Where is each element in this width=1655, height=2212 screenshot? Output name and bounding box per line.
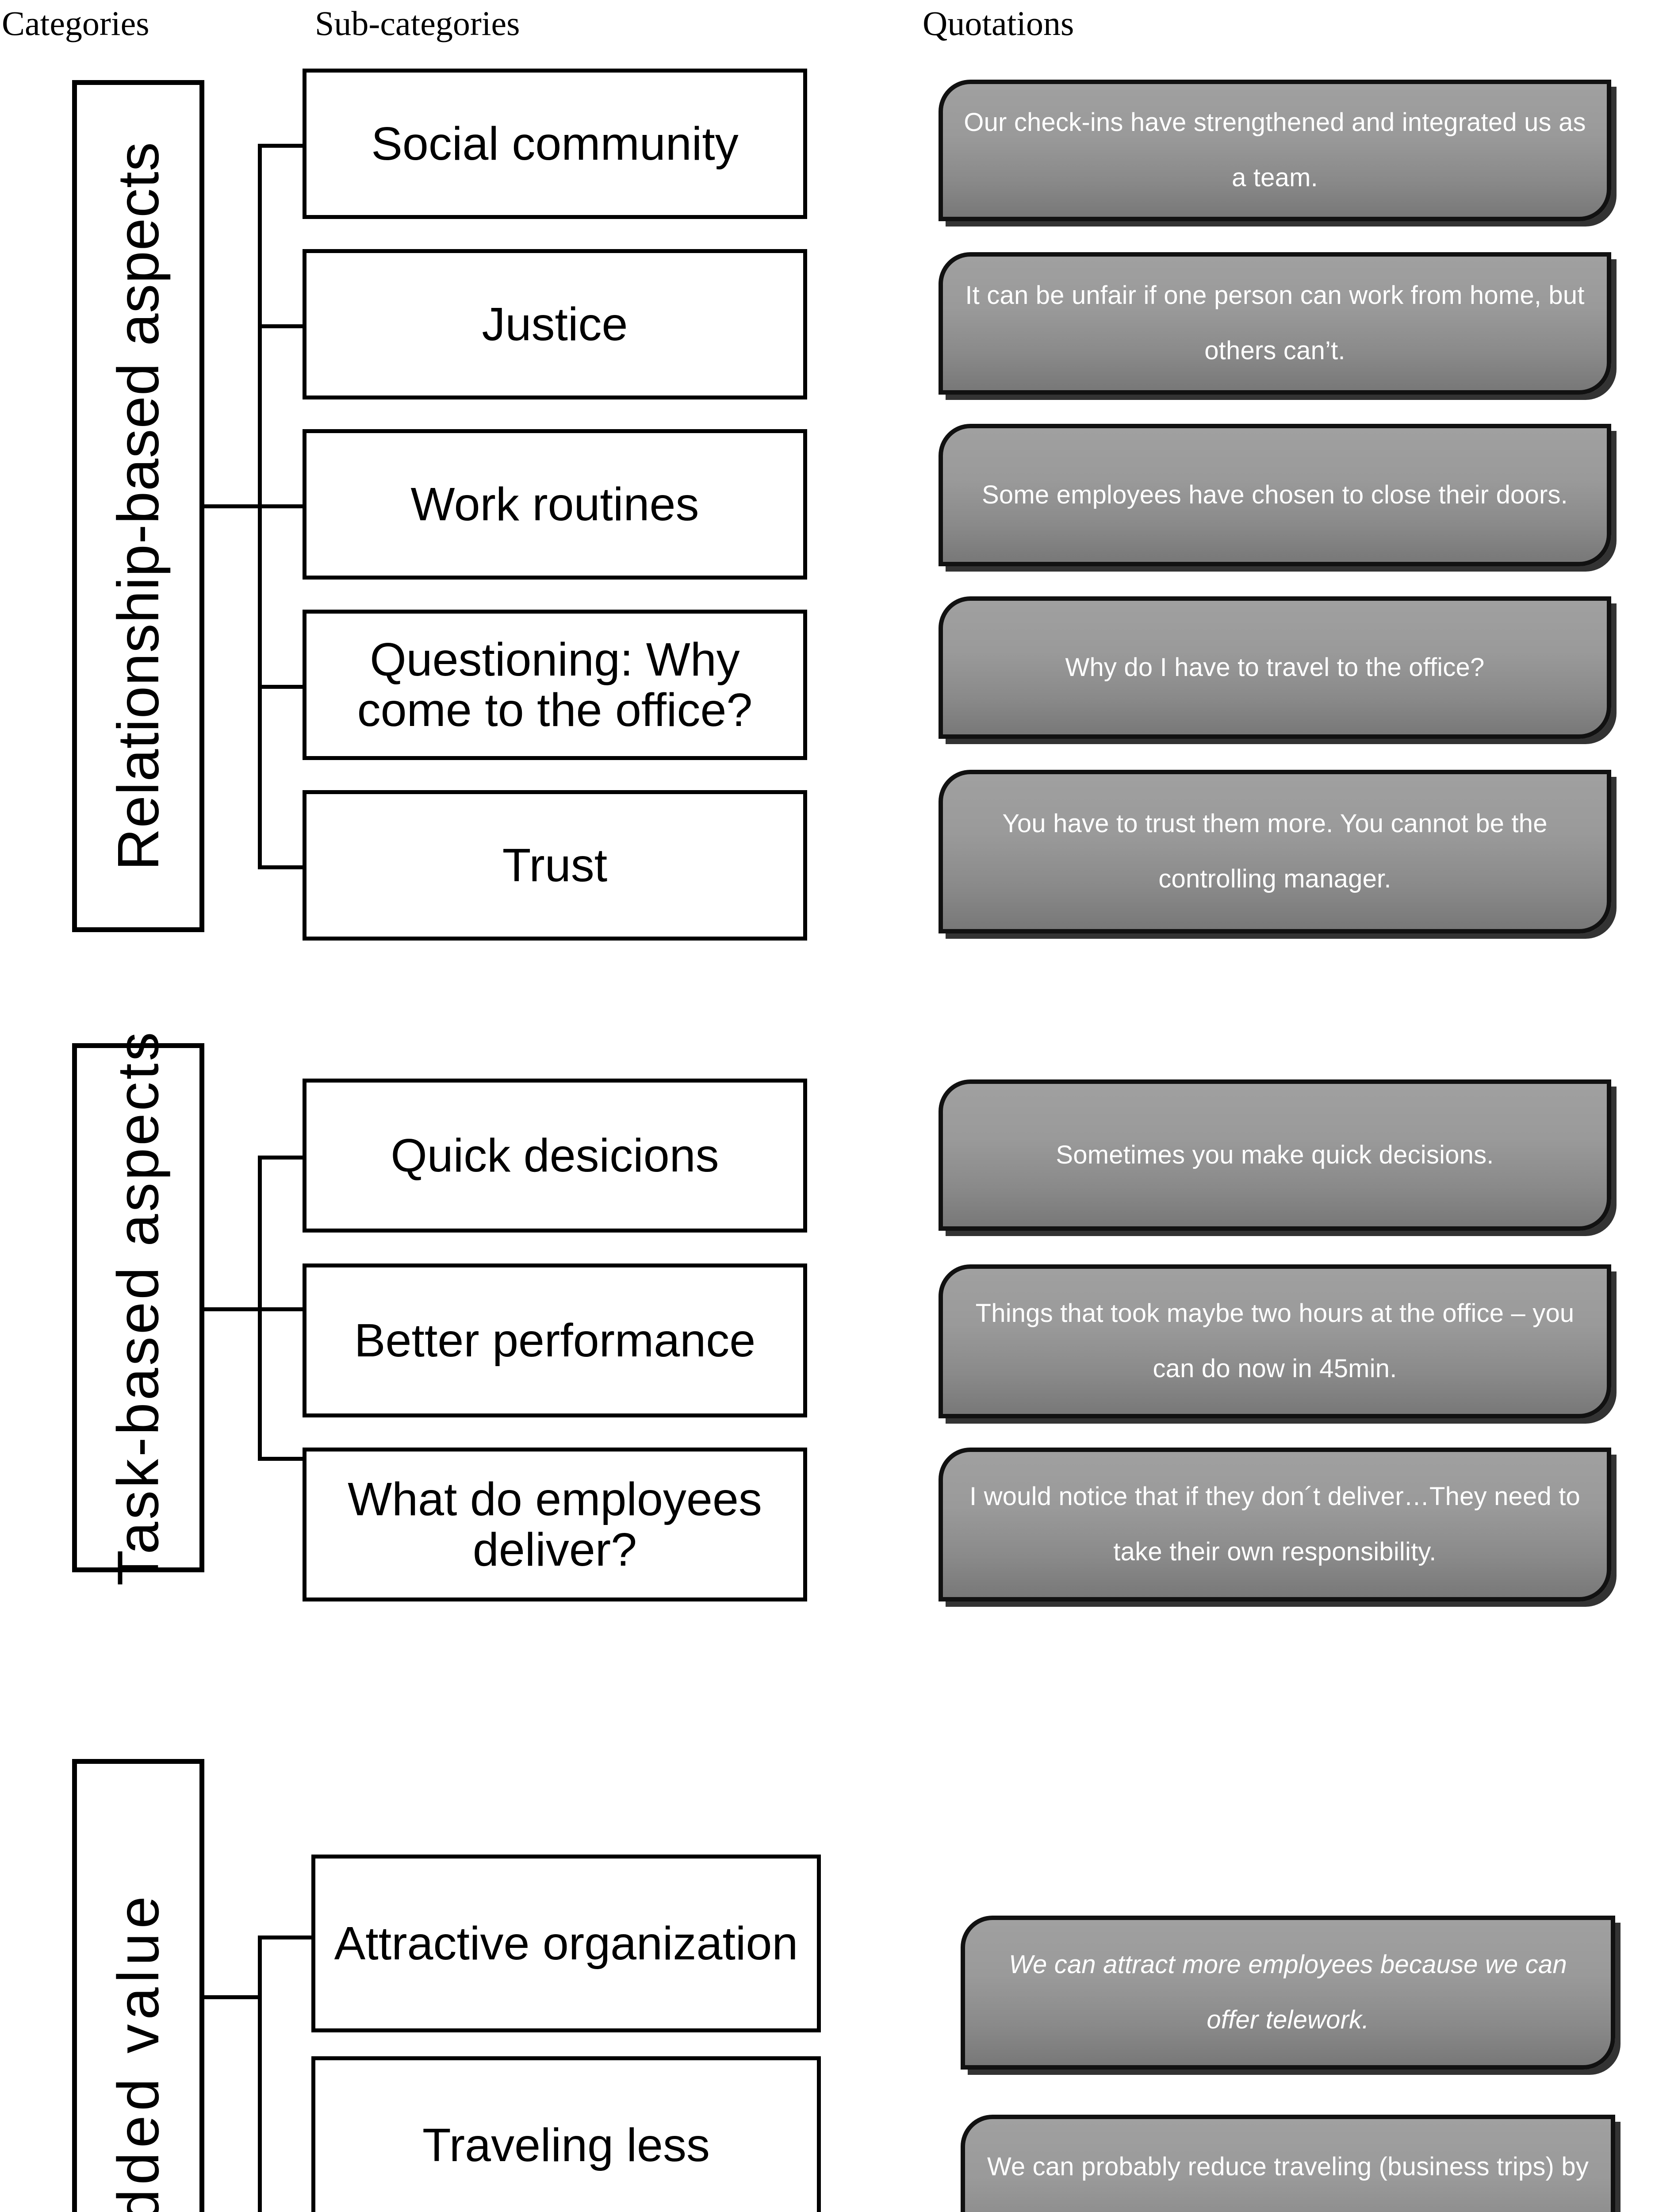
subcategory-box[interactable]: Traveling less (311, 2056, 821, 2212)
column-header-quotations: Quotations (923, 4, 1074, 42)
connector-stub-trunk-s1 (204, 504, 262, 508)
connector-branch-s1-5 (258, 865, 304, 869)
connector-branch-s1-1 (258, 144, 304, 148)
quotation-box[interactable]: You have to trust them more. You cannot … (939, 770, 1611, 933)
quotation-box[interactable]: We can probably reduce traveling (busine… (961, 2115, 1615, 2212)
category-box-task-based-aspects[interactable]: Task-based aspects (72, 1030, 204, 1586)
quotation-text: Why do I have to travel to the office? (1065, 653, 1485, 682)
subcategory-box[interactable]: Better performance (303, 1263, 807, 1417)
quotation-text: It can be unfair if one person can work … (965, 281, 1585, 365)
quotation-text: Things that took maybe two hours at the … (975, 1299, 1575, 1383)
connector-branch-s2-3 (258, 1457, 304, 1461)
category-box-relationship-based-aspects[interactable]: Relationship-based aspects (72, 80, 204, 932)
subcategory-label: Trust (502, 839, 608, 891)
subcategory-label: What do employees deliver? (348, 1473, 762, 1576)
category-label: Relationship-based aspects (105, 142, 171, 871)
connector-branch-s1-2 (258, 324, 304, 328)
quotation-text: You have to trust them more. You cannot … (1002, 809, 1548, 893)
quotation-box[interactable]: Things that took maybe two hours at the … (939, 1264, 1611, 1418)
category-label: Added value (105, 1892, 171, 2212)
subcategory-label: Better performance (354, 1314, 756, 1367)
quotation-box[interactable]: Our check-ins have strengthened and inte… (939, 80, 1611, 221)
quotation-box[interactable]: Why do I have to travel to the office? (939, 596, 1611, 739)
subcategory-box[interactable]: Attractive organization (311, 1855, 821, 2032)
quotation-box[interactable]: We can attract more employees because we… (961, 1916, 1615, 2070)
quotation-box[interactable]: Some employees have chosen to close thei… (939, 424, 1611, 566)
subcategory-box[interactable]: Work routines (303, 429, 807, 580)
subcategory-box[interactable]: Trust (303, 790, 807, 941)
connector-branch-s1-4 (258, 685, 304, 689)
quotation-box[interactable]: Sometimes you make quick decisions. (939, 1079, 1611, 1231)
subcategory-box[interactable]: Quick desicions (303, 1079, 807, 1233)
connector-branch-s2-1 (258, 1156, 304, 1160)
quotation-text: We can attract more employees because we… (1009, 1950, 1567, 2034)
quotation-box[interactable]: I would notice that if they don´t delive… (939, 1448, 1611, 1601)
quotation-text: Sometimes you make quick decisions. (1056, 1140, 1494, 1169)
subcategory-label: Attractive organization (334, 1917, 798, 1970)
column-header-categories: Categories (2, 4, 149, 42)
quotation-text: We can probably reduce traveling (busine… (987, 2152, 1589, 2212)
subcategory-label: Work routines (410, 478, 699, 530)
quotation-text: I would notice that if they don´t delive… (969, 1482, 1581, 1566)
connector-stub-trunk-s3 (204, 1995, 262, 1999)
subcategory-box[interactable]: Justice (303, 249, 807, 399)
quotation-text: Our check-ins have strengthened and inte… (964, 108, 1586, 192)
category-label: Task-based aspects (105, 1029, 171, 1586)
connector-branch-s2-2 (258, 1307, 304, 1311)
connector-stub-trunk-s2 (204, 1307, 262, 1311)
subcategory-box[interactable]: Questioning: Why come to the office? (303, 610, 807, 760)
subcategory-label: Quick desicions (391, 1129, 719, 1182)
column-header-subcategories: Sub-categories (315, 4, 520, 42)
connector-branch-s3-1 (258, 1936, 313, 1939)
quotation-text: Some employees have chosen to close thei… (982, 480, 1568, 509)
subcategory-label: Traveling less (422, 2119, 710, 2171)
subcategory-label: Questioning: Why come to the office? (357, 633, 753, 736)
category-box-added-value[interactable]: Added value (72, 1759, 204, 2212)
connector-branch-s1-3 (258, 504, 304, 508)
quotation-box[interactable]: It can be unfair if one person can work … (939, 252, 1611, 395)
subcategory-label: Social community (371, 117, 739, 170)
subcategory-box[interactable]: Social community (303, 69, 807, 219)
subcategory-box[interactable]: What do employees deliver? (303, 1448, 807, 1601)
connector-trunk-s3 (258, 1936, 262, 2212)
subcategory-label: Justice (482, 298, 628, 350)
